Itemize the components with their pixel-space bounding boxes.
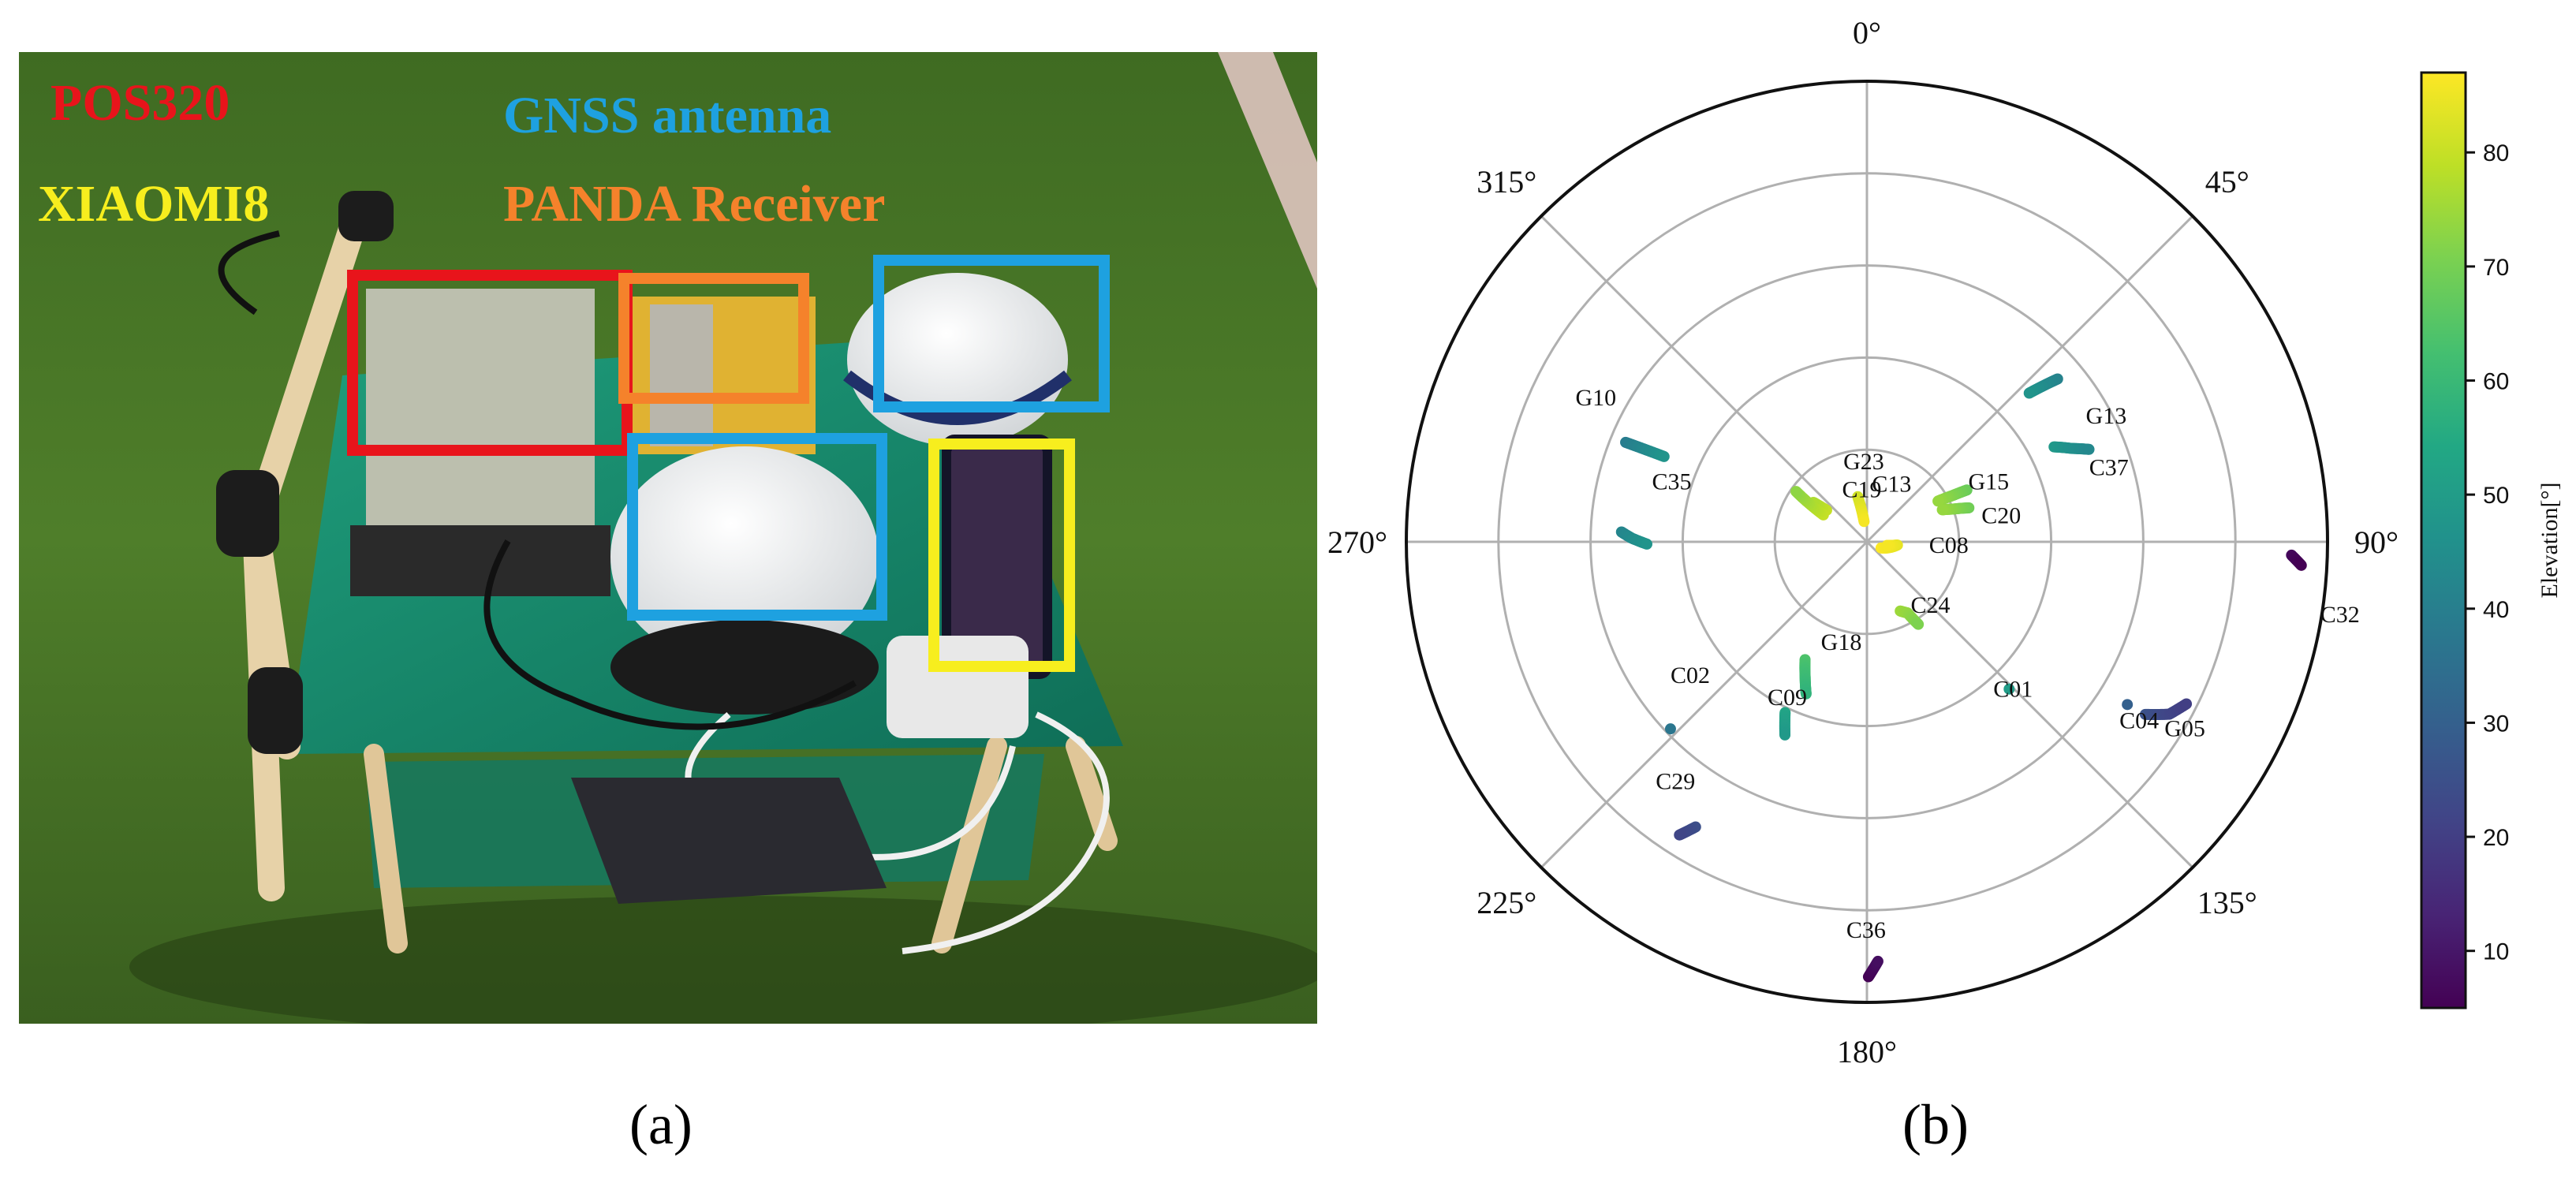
- satellite-label: C20: [1981, 503, 2021, 529]
- angle-tick-label: 315°: [1477, 164, 1536, 200]
- black-cables: [218, 230, 857, 730]
- grid-spoke: [1865, 215, 2194, 543]
- colorbar-tick-label: 50: [2483, 483, 2509, 509]
- angle-tick-label: 270°: [1327, 524, 1387, 560]
- cart-handle-joint: [248, 667, 303, 754]
- satellite-label: C35: [1652, 468, 1692, 494]
- satellite-point: [1800, 688, 1812, 700]
- panda-receiver-stripe: [650, 304, 713, 446]
- satellite-label: C04: [2119, 707, 2159, 733]
- satellite-point: [1913, 618, 1925, 630]
- satellite-label: C09: [1768, 685, 1807, 711]
- plot-outer-ring: [1405, 80, 2329, 1004]
- colorbar-tick-label: 80: [2483, 140, 2509, 166]
- satellite-label: G23: [1843, 449, 1884, 475]
- satellite-label: G10: [1575, 385, 1616, 411]
- satellite-label: C08: [1929, 532, 1969, 558]
- colorbar-tick-label: 10: [2483, 939, 2509, 965]
- angle-tick-label: 90°: [2354, 524, 2399, 560]
- satellite-label: C13: [1872, 471, 1911, 497]
- angle-tick-label: 0°: [1853, 15, 1881, 50]
- satellite-label: C29: [1656, 769, 1695, 795]
- panda-receiver-box: [618, 273, 809, 404]
- cart-handle-joint: [216, 470, 279, 557]
- satellite-point: [1779, 729, 1791, 741]
- satellite-point: [1790, 486, 1802, 498]
- satellite-point: [2295, 559, 2307, 571]
- satellite-label: C02: [1671, 662, 1710, 689]
- satellite-point: [1872, 955, 1883, 967]
- track-stripe: [1218, 52, 1317, 289]
- colorbar-tick-label: 40: [2483, 597, 2509, 623]
- panda-receiver-label: PANDA Receiver: [503, 175, 886, 233]
- gnss-antenna-box-lower: [627, 433, 887, 621]
- pos320-base: [350, 525, 610, 596]
- angle-tick-label: 45°: [2205, 164, 2249, 200]
- colorbar-label: Elevation[°]: [2537, 483, 2563, 599]
- xiaomi8-label: XIAOMI8: [38, 175, 270, 233]
- satellite-tracks: [1615, 373, 2307, 983]
- satellite-point: [1674, 829, 1686, 841]
- satellite-label: C37: [2089, 455, 2129, 481]
- colorbar-tick-label: 20: [2483, 825, 2509, 851]
- angle-tick-label: 180°: [1837, 1034, 1897, 1069]
- satellite-point: [1932, 495, 1944, 507]
- satellite-label: C24: [1910, 592, 1950, 618]
- colorbar-gradient: [2420, 71, 2467, 1009]
- polar-grid: 0° 45° 90° 135° 180° 225° 270° 315°: [1327, 15, 2399, 1069]
- grid-spoke: [1540, 540, 1869, 869]
- satellite-point: [1664, 723, 1676, 735]
- satellite-label: G05: [2164, 716, 2205, 742]
- gnss-antenna-box-upper: [873, 255, 1110, 412]
- satellite-point: [2003, 683, 2015, 695]
- satellite-point: [1936, 504, 1948, 516]
- cart-handle-joint: [338, 191, 394, 241]
- angle-tick-label: 225°: [1477, 885, 1536, 920]
- colorbar-tick-label: 70: [2483, 255, 2509, 281]
- cloth-under-shelf: [571, 778, 887, 904]
- satellite-point: [1881, 539, 1893, 551]
- satellite-label: C32: [2320, 602, 2360, 628]
- pos320-label: POS320: [50, 74, 230, 132]
- gnss-antenna-label: GNSS antenna: [503, 87, 832, 144]
- satellite-point: [2181, 698, 2193, 710]
- satellite-point: [1641, 538, 1652, 550]
- panel-b-caption: (b): [1902, 1093, 1969, 1156]
- satellite-label: G15: [1968, 468, 2009, 494]
- satellite-point: [2083, 443, 2095, 455]
- grid-spoke: [1865, 540, 2194, 869]
- photo-panel: POS320 GNSS antenna XIAOMI8 PANDA Receiv…: [19, 52, 1317, 1024]
- cart-shadow: [129, 896, 1317, 1024]
- colorbar-tick-label: 30: [2483, 711, 2509, 737]
- angle-tick-label: 135°: [2197, 885, 2257, 920]
- satellite-point: [2122, 699, 2134, 711]
- satellite-label: C19: [1842, 476, 1882, 502]
- panel-a-caption: (a): [629, 1093, 693, 1156]
- xiaomi8-screen: [951, 446, 1043, 667]
- satellite-point: [2023, 387, 2035, 399]
- pos320-device: [366, 289, 595, 525]
- satellite-point: [1858, 516, 1870, 528]
- satellite-label: C36: [1846, 917, 1886, 943]
- xiaomi8-box: [928, 438, 1075, 672]
- photo-illustration: [19, 52, 1317, 1024]
- satellite-label: G18: [1821, 629, 1862, 655]
- satellite-label: G13: [2086, 403, 2127, 429]
- colorbar-tick-label: 60: [2483, 369, 2509, 395]
- grid-spoke: [1540, 215, 1869, 543]
- satellite-point: [1658, 450, 1670, 462]
- gnss-antenna-lower-base: [610, 620, 879, 715]
- satellite-label: C01: [1993, 677, 2033, 703]
